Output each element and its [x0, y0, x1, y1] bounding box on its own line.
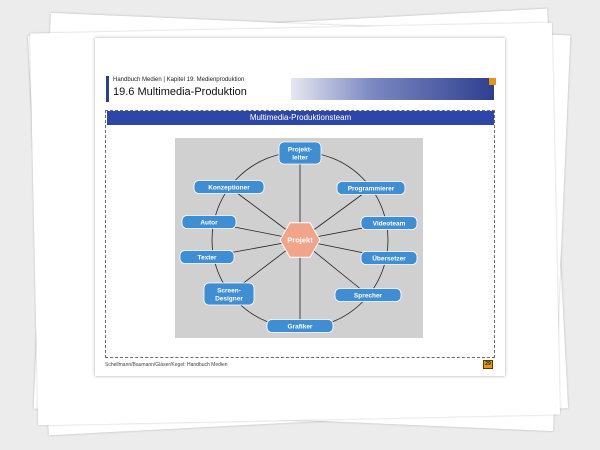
- role-nodes: Projekt-leiterProgrammiererVideoteamÜber…: [179, 141, 418, 333]
- role-node-label: Programmierer: [348, 185, 395, 192]
- project-hub: Projekt: [279, 222, 321, 258]
- breadcrumb: Handbuch Medien | Kapitel 19: Medienprod…: [113, 77, 245, 83]
- role-node-box: [193, 180, 265, 194]
- role-node-projektleiter: Projekt-leiter: [278, 141, 322, 165]
- role-node-box: [334, 288, 402, 302]
- role-node-label: Übersetzer: [372, 253, 406, 262]
- role-node-label: Autor: [200, 219, 218, 226]
- role-node-box: [266, 319, 334, 333]
- role-node-label: Screen-: [217, 287, 241, 294]
- role-node-grafiker: Grafiker: [266, 319, 334, 333]
- role-node-programmierer: Programmierer: [336, 181, 406, 195]
- role-node-box: [336, 181, 406, 195]
- role-node-box: [360, 216, 418, 230]
- role-node-konzeptioner: Konzeptioner: [193, 180, 265, 194]
- header-gradient-band: [291, 78, 494, 100]
- team-diagram: Projekt-leiterProgrammiererVideoteamÜber…: [179, 141, 418, 333]
- role-node-label: Konzeptioner: [208, 184, 250, 191]
- role-node-videoteam: Videoteam: [360, 216, 418, 230]
- role-node-box: [181, 215, 237, 229]
- hub-label: Projekt: [287, 236, 313, 245]
- page-number-badge: 29: [483, 360, 493, 369]
- role-node-autor: Autor: [181, 215, 237, 229]
- role-node-screen-designer: Screen-Designer: [203, 282, 255, 306]
- header-accent-bar: [106, 76, 109, 102]
- hub-hexagon: [279, 222, 321, 258]
- page-title: 19.6 Multimedia-Produktion: [113, 86, 247, 98]
- role-node-label: Designer: [215, 295, 243, 302]
- role-node-label: Grafiker: [288, 323, 313, 330]
- role-node-box: [360, 251, 418, 265]
- content-frame: [105, 110, 495, 358]
- header-orange-square: [489, 78, 496, 85]
- role-node-uebersetzer: Übersetzer: [360, 251, 418, 265]
- role-node-label: Projekt-: [288, 146, 312, 153]
- role-node-label: Videoteam: [373, 220, 406, 227]
- role-node-label: leiter: [292, 154, 308, 161]
- role-node-box: [179, 250, 235, 264]
- role-node-sprecher: Sprecher: [334, 288, 402, 302]
- role-node-box: [278, 141, 322, 165]
- diagram-title-banner: Multimedia-Produktionsteam: [107, 111, 494, 125]
- role-node-label: Sprecher: [354, 292, 383, 299]
- slide-page: Handbuch Medien | Kapitel 19: Medienprod…: [95, 38, 505, 376]
- role-node-label: Texter: [197, 254, 216, 261]
- footer-citation: Schellmann/Baumann/Gläser/Kegel: Handbuc…: [105, 362, 228, 368]
- role-node-texter: Texter: [179, 250, 235, 264]
- role-node-box: [203, 282, 255, 306]
